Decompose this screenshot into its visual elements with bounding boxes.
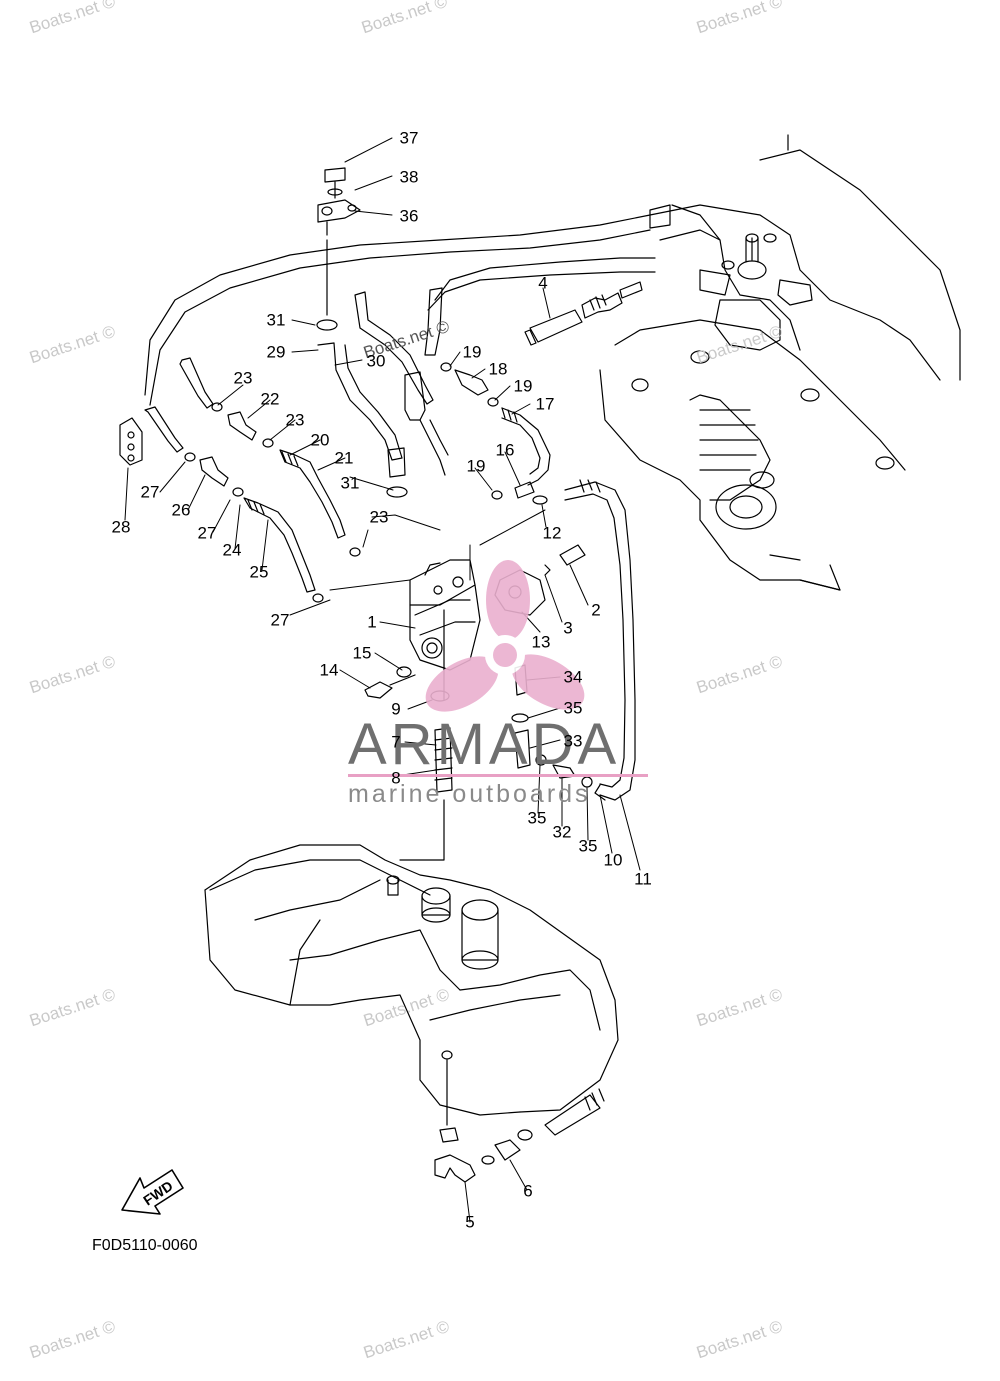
engine-block [599,134,961,591]
callout-number: 34 [563,667,583,687]
callout-number: 10 [603,850,623,870]
callout-number: 35 [578,836,598,856]
callout-number: 6 [523,1181,533,1201]
callout-number: 12 [542,523,562,543]
brand-propeller-logo [425,560,585,712]
callout-number: 21 [334,448,354,468]
callout-number: 1 [367,612,377,632]
callout-number: 35 [527,808,547,828]
main-hose-loop [144,214,656,406]
pump-to-tank-lines [399,609,453,861]
callout-number: 15 [352,643,372,663]
fuel-filter [524,281,643,346]
callout-number: 18 [488,359,508,379]
callout-number: 17 [535,394,555,414]
callout-number: 19 [462,342,482,362]
callout-number: 35 [563,698,583,718]
callout-number: 19 [466,456,486,476]
callout-number: 26 [171,500,191,520]
callout-number: 8 [391,768,401,788]
callout-number: 33 [563,731,583,751]
callout-number: 31 [340,473,360,493]
callout-number: 27 [270,610,290,630]
callout-number: 2 [591,600,601,620]
callout-number: 37 [399,128,419,148]
brand-tagline: marine outboards [348,780,591,808]
callout-number: 11 [634,869,652,889]
callout-number: 27 [140,482,160,502]
callout-number: 25 [249,562,269,582]
brand-underline [348,774,648,777]
callout-number: 36 [399,206,419,226]
fittings-16-19 [440,362,551,505]
callout-number: 32 [552,822,572,842]
callout-number: 9 [391,699,401,719]
callout-number: 4 [538,273,548,293]
callout-number: 5 [465,1212,475,1232]
callout-number: 20 [310,430,330,450]
callout-number: 24 [222,540,242,560]
fuel-tank [204,844,619,1136]
tank-outlet-parts [434,1050,533,1183]
callout-number: 38 [399,167,419,187]
callout-number: 7 [391,732,401,752]
top-bracket [317,167,361,316]
callout-number: 19 [513,376,533,396]
center-hoses [316,287,449,498]
callout-number: 22 [260,389,280,409]
left-hoses [119,357,361,603]
figure-code: F0D5110-0060 [92,1237,198,1254]
callout-number: 27 [197,523,217,543]
callout-number: 23 [233,368,253,388]
brand-name: ARMADA [348,712,621,777]
callout-number: 30 [366,351,386,371]
callout-number: 23 [285,410,305,430]
callout-number: 28 [111,517,131,537]
callout-number: 16 [495,440,515,460]
callout-number: 23 [369,507,389,527]
callout-number: 31 [266,310,286,330]
callout-number: 3 [563,618,573,638]
callout-number: 13 [531,632,551,652]
callout-number: 29 [266,342,286,362]
fwd-arrow [121,1169,184,1215]
callout-number: 14 [319,660,339,680]
